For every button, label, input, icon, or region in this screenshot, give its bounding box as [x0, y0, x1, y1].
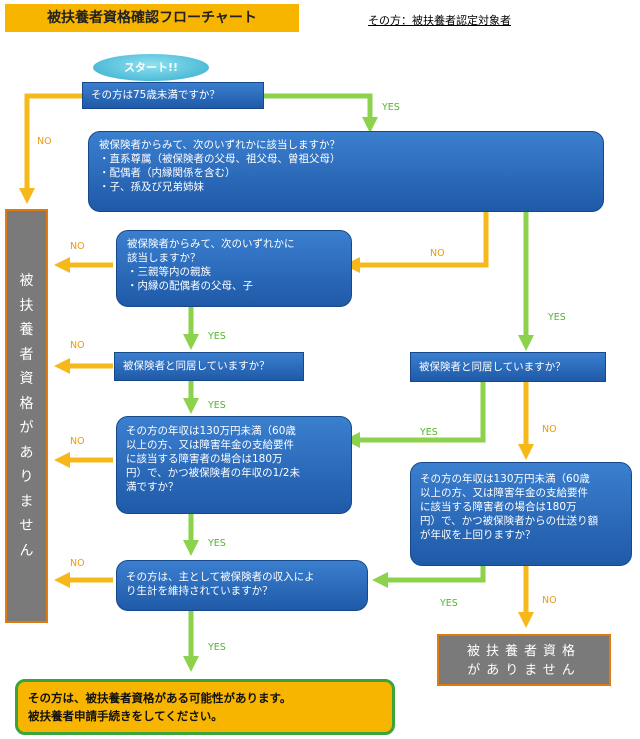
q2-relationship-box: 被保険者からみて、次のいずれかに該当しますか？ ・直系尊属（被保険者の父母、祖父… — [88, 131, 604, 212]
definition-note: その方：被扶養者認定対象者 — [368, 14, 511, 27]
q7-line: 以上の方、又は障害年金の支給要件 — [420, 487, 588, 499]
arrow-q1-yes — [263, 93, 379, 134]
q7-line: 円）で、かつ被保険者からの仕送り額 — [420, 515, 599, 527]
arrow-q1-no — [18, 93, 82, 205]
label-q4-no: NO — [70, 340, 85, 351]
q3-line: 被保険者からみて、次のいずれかに — [127, 238, 295, 250]
not-eligible-line: がありません — [467, 663, 581, 678]
label-q2-no: NO — [430, 248, 445, 259]
q3-line: ・内縁の配偶者の父母、子 — [127, 280, 253, 292]
q5-cohabit-box: 被保険者と同居していますか？ — [410, 352, 606, 382]
eligible-result-box: その方は、被扶養者資格がある可能性があります。 被扶養者申請手続きをしてください… — [15, 679, 395, 735]
side-char: 資 — [19, 371, 34, 387]
q3-line: 該当しますか？ — [127, 252, 201, 264]
q2-line: ・直系尊属（被保険者の父母、祖父母、曽祖父母） — [99, 153, 341, 165]
label-q5-yes: YES — [420, 427, 438, 438]
label-q2-yes: YES — [548, 312, 566, 323]
side-char: 養 — [19, 322, 34, 338]
result-line: 被扶養者申請手続きをしてください。 — [28, 709, 223, 723]
q6-income-box: その方の年収は130万円未満（60歳 以上の方、又は障害年金の支給要件 に該当す… — [116, 416, 352, 514]
result-line: その方は、被扶養者資格がある可能性があります。 — [28, 691, 292, 705]
side-char: せ — [19, 518, 34, 534]
q7-income-box: その方の年収は130万円未満（60歳 以上の方、又は障害年金の支給要件 に該当す… — [410, 462, 632, 566]
start-node: スタート!! — [93, 54, 209, 81]
side-char: 被 — [19, 273, 34, 289]
not-eligible-box: 被扶養者資格 がありません — [437, 634, 611, 686]
label-q5-no: NO — [542, 424, 557, 435]
side-char: 者 — [19, 346, 34, 363]
q3-relative-box: 被保険者からみて、次のいずれかに 該当しますか？ ・三親等内の親族 ・内縁の配偶… — [116, 230, 352, 307]
q7-line: その方の年収は130万円未満（60歳 — [420, 473, 590, 485]
not-eligible-line: 被扶養者資格 — [466, 644, 581, 659]
side-char: 扶 — [19, 297, 34, 314]
not-eligible-side-box: 被 扶 養 者 資 格 が あ り ま せ ん — [5, 209, 48, 623]
q8-support-box: その方は、主として被保険者の収入によ り生計を維持されていますか？ — [116, 560, 368, 611]
label-q3-yes: YES — [208, 331, 226, 342]
side-char: が — [19, 420, 34, 436]
label-q8-no: NO — [70, 558, 85, 569]
side-char: 格 — [19, 395, 34, 412]
q2-line: ・子、孫及び兄弟姉妹 — [99, 181, 204, 193]
arrow-q2-no — [343, 212, 489, 274]
q2-line: 被保険者からみて、次のいずれかに該当しますか？ — [99, 139, 340, 151]
q4-cohabit-box: 被保険者と同居していますか？ — [114, 352, 304, 381]
label-q6-no: NO — [70, 436, 85, 447]
label-q7-yes: YES — [440, 598, 458, 609]
q2-line: ・配偶者（内縁関係を含む） — [99, 167, 236, 179]
label-q4-yes: YES — [208, 400, 226, 411]
q6-line: 満ですか？ — [126, 481, 179, 493]
side-char: ん — [19, 542, 34, 559]
label-q6-yes: YES — [208, 538, 226, 549]
q1-age-box: その方は75歳未満ですか？ — [82, 82, 264, 109]
q6-line: その方の年収は130万円未満（60歳 — [126, 425, 296, 437]
label-q3-no: NO — [70, 241, 85, 252]
side-char: ま — [19, 493, 34, 510]
page-title: 被扶養者資格確認フローチャート — [5, 4, 299, 32]
q8-line: その方は、主として被保険者の収入によ — [126, 571, 315, 583]
q7-line: に該当する障害者の場合は180万 — [420, 501, 577, 513]
arrow-q5-yes — [343, 382, 486, 449]
label-q7-no: NO — [542, 595, 557, 606]
q6-line: 以上の方、又は障害年金の支給要件 — [126, 439, 294, 451]
q7-line: が年収を上回りますか？ — [420, 529, 536, 541]
side-char: あ — [19, 444, 34, 461]
label-q1-yes: YES — [382, 102, 400, 113]
label-q8-yes: YES — [208, 642, 226, 653]
q3-line: ・三親等内の親族 — [127, 266, 211, 278]
q6-line: 円）で、かつ被保険者の年収の1/2未 — [126, 467, 300, 479]
side-char: り — [19, 469, 34, 485]
label-q1-no: NO — [37, 136, 52, 147]
q8-line: り生計を維持されていますか？ — [126, 585, 273, 597]
q6-line: に該当する障害者の場合は180万 — [126, 453, 283, 465]
arrow-q7-yes — [371, 566, 486, 589]
